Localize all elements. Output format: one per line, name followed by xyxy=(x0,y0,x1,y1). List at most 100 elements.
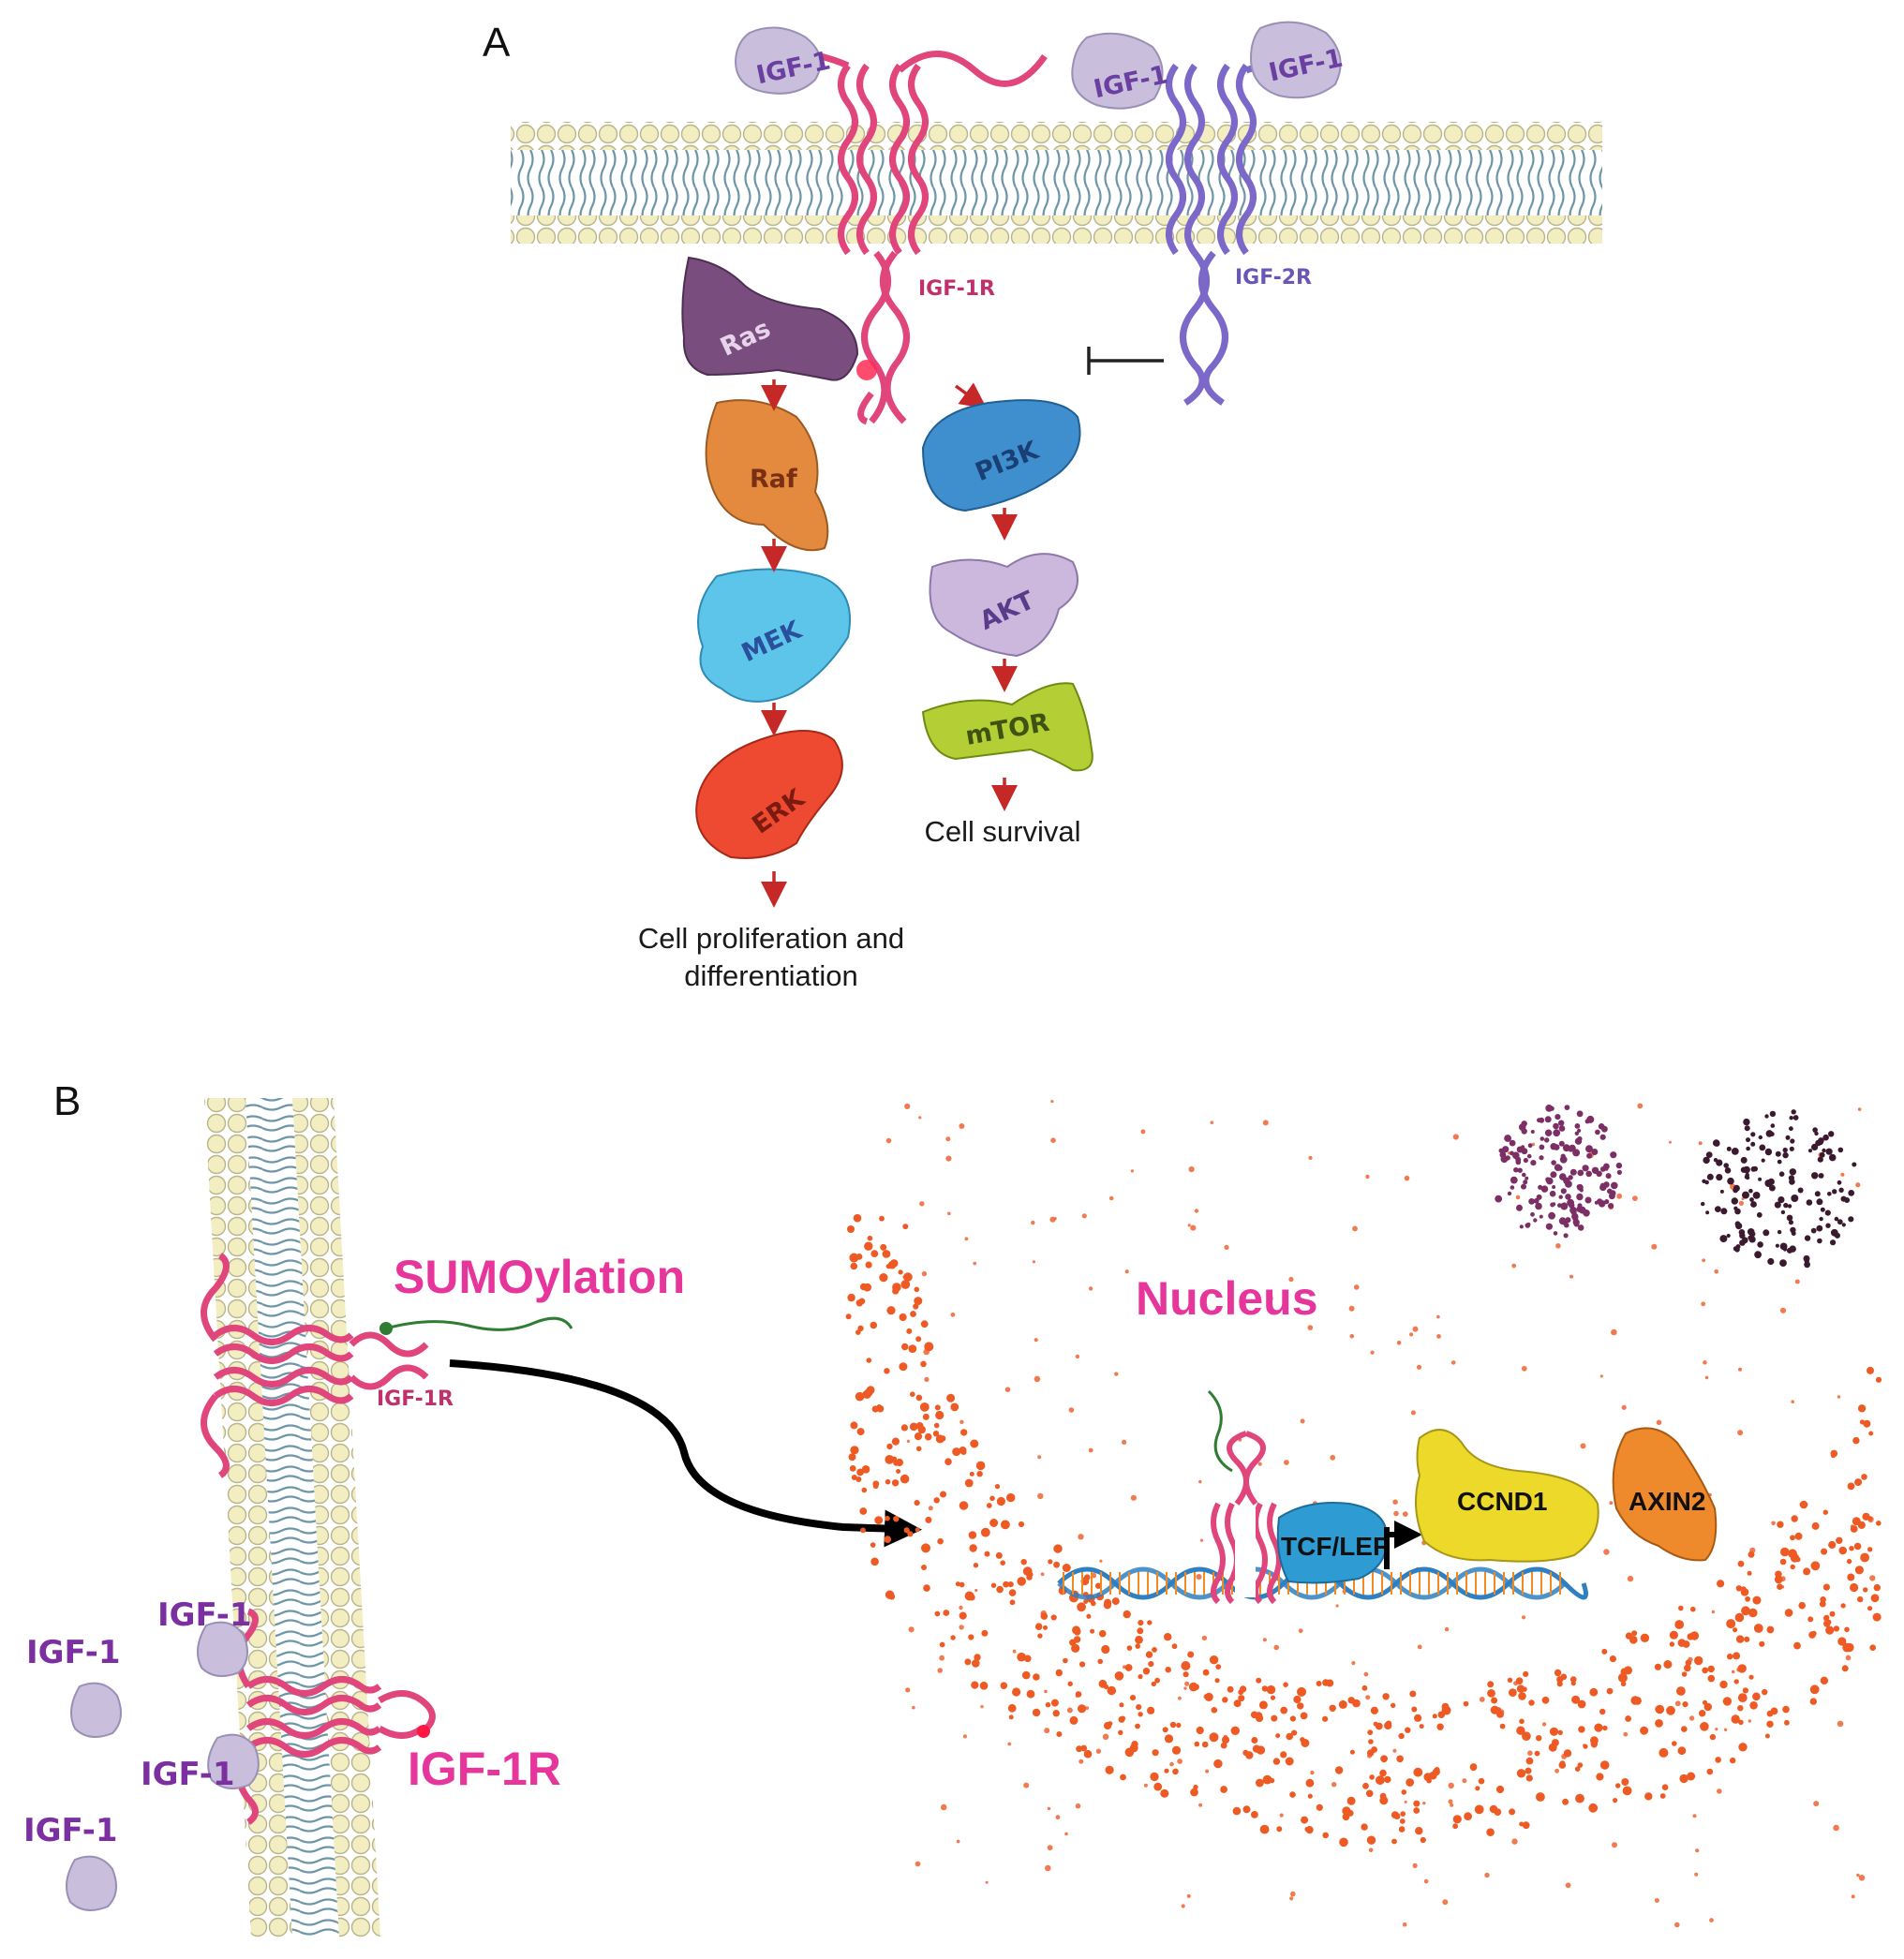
nucleus-dot xyxy=(1154,1677,1160,1684)
nucleolus-dot xyxy=(1734,1221,1741,1227)
nucleolus-dot xyxy=(1560,1153,1566,1159)
nucleus-dot xyxy=(1463,1700,1469,1707)
nucleolus-dot xyxy=(1515,1157,1520,1163)
nucleus-dot xyxy=(1365,1789,1374,1798)
nucleus-dot xyxy=(1448,1782,1454,1789)
igf1-ligand-3: IGF-1 xyxy=(1249,21,1346,99)
nucleus-dot xyxy=(1609,1655,1616,1663)
nucleus-dot xyxy=(1130,1494,1137,1501)
nucleolus-dot xyxy=(1767,1178,1775,1185)
nucleus-dot xyxy=(1766,1625,1775,1634)
nucleus-dot xyxy=(1164,1734,1174,1744)
nucleus-dot xyxy=(1201,1741,1209,1748)
nucleus-dot xyxy=(1794,1279,1800,1284)
nucleolus-dot xyxy=(1726,1233,1731,1239)
nucleolus-dot xyxy=(1749,1197,1754,1202)
nucleolus-dot xyxy=(1750,1201,1757,1208)
nucleus-dot xyxy=(1640,1726,1649,1735)
nucleus-dot xyxy=(959,1581,965,1588)
mapk-outcome-line2: differentiation xyxy=(684,959,858,992)
nucleus-dot xyxy=(970,1439,979,1448)
nucleus-dot xyxy=(1075,1354,1080,1359)
nucleus-dot xyxy=(1847,1482,1855,1491)
nucleolus-dot xyxy=(1706,1173,1714,1180)
nucleolus-dot xyxy=(1816,1198,1823,1206)
nucleus-dot xyxy=(1609,1501,1614,1506)
nucleus-dot xyxy=(918,1116,922,1120)
nucleus-dot xyxy=(1590,1736,1599,1745)
nucleus-dot xyxy=(1706,1768,1714,1775)
nucleus-dot xyxy=(1723,1728,1728,1732)
nucleus-dot xyxy=(1536,1735,1542,1742)
nucleus-dot xyxy=(896,1469,901,1474)
nucleus-dot xyxy=(1307,1325,1314,1330)
mtor-protein: mTOR xyxy=(921,682,1093,772)
igf1r-label-upper: IGF-1R xyxy=(377,1388,454,1411)
nucleus-dot xyxy=(935,1410,945,1420)
nucleolus-dot xyxy=(1574,1131,1580,1136)
nucleus-dot xyxy=(920,1320,929,1328)
nucleus-dot xyxy=(1852,1436,1860,1445)
nucleus-dot xyxy=(1603,1549,1610,1555)
nucleus-dot xyxy=(1855,1182,1861,1188)
nucleus-dot xyxy=(1478,1777,1485,1785)
nucleolus-dot xyxy=(1584,1196,1592,1204)
nucleus-dot xyxy=(914,1297,923,1306)
nucleus-dot xyxy=(1196,1726,1204,1735)
nucleolus-dot xyxy=(1750,1132,1756,1137)
nucleus-dot xyxy=(1822,1509,1829,1515)
nucleolus-dot xyxy=(1576,1206,1583,1212)
nucleus-dot xyxy=(1822,1615,1829,1622)
nucleus-dot xyxy=(892,1283,901,1292)
nucleus-dot xyxy=(1272,1758,1281,1765)
nucleus-dot xyxy=(1297,1702,1304,1710)
nucleolus-dot xyxy=(1740,1156,1748,1164)
nucleus-dot xyxy=(1771,1521,1776,1526)
nucleolus-dot xyxy=(1533,1197,1540,1204)
nucleolus-dot xyxy=(1812,1127,1818,1133)
nucleus-dot xyxy=(1699,1710,1706,1717)
nucleus-dot xyxy=(1714,1269,1718,1274)
nucleus-dot xyxy=(1717,1788,1722,1794)
nucleolus-dot xyxy=(1838,1187,1844,1194)
nucleus-dot xyxy=(974,1588,978,1593)
nucleus-dot xyxy=(1275,1733,1281,1739)
nucleus-dot xyxy=(900,1280,911,1289)
nucleus-dot xyxy=(1153,1782,1163,1791)
nucleus-dot xyxy=(989,1519,999,1527)
nucleus-dot xyxy=(1351,1661,1356,1666)
nucleolus-dot xyxy=(1539,1144,1545,1150)
nucleus-dot xyxy=(1654,1663,1661,1670)
nucleolus-dot xyxy=(1521,1145,1525,1150)
nucleus-dot xyxy=(1736,1668,1741,1672)
nucleus-dot xyxy=(1259,1824,1270,1834)
nucleus-dot xyxy=(1362,1782,1369,1789)
nucleolus-dot xyxy=(1701,1201,1705,1207)
nucleus-dot xyxy=(1210,1120,1214,1124)
nucleus-dot xyxy=(1220,1786,1227,1793)
nucleus-dot xyxy=(1556,1676,1564,1684)
nucleus-dot xyxy=(1629,1636,1638,1644)
nucleus-dot xyxy=(1676,1686,1686,1696)
nucleus-dot xyxy=(1307,1793,1313,1799)
nucleus-dot xyxy=(1513,1681,1519,1686)
nucleus-dot xyxy=(1322,1715,1329,1722)
panel-b-label: B xyxy=(53,1078,81,1124)
nucleolus-dot xyxy=(1586,1152,1593,1159)
igf1r-label-lower: IGF-1R xyxy=(408,1743,561,1795)
nucleus-dot xyxy=(1088,1447,1093,1453)
nucleus-dot xyxy=(1741,1606,1750,1616)
nucleus-dot xyxy=(1064,1832,1068,1836)
nucleus-dot xyxy=(1869,1644,1876,1651)
nucleolus-dot xyxy=(1822,1134,1829,1141)
nucleolus-dot xyxy=(1758,1177,1763,1181)
nucleus-dot xyxy=(1694,1872,1699,1877)
nucleus-dot xyxy=(1856,1873,1860,1877)
nucleolus-dot xyxy=(1565,1194,1571,1200)
nucleus-dot xyxy=(934,1610,941,1617)
nucleus-dot xyxy=(1663,1660,1673,1669)
nucleolus-dot xyxy=(1789,1168,1797,1176)
nucleus-dot xyxy=(1745,1595,1750,1602)
nucleolus-dot xyxy=(1820,1207,1825,1212)
nucleus-dot xyxy=(1205,1769,1210,1773)
